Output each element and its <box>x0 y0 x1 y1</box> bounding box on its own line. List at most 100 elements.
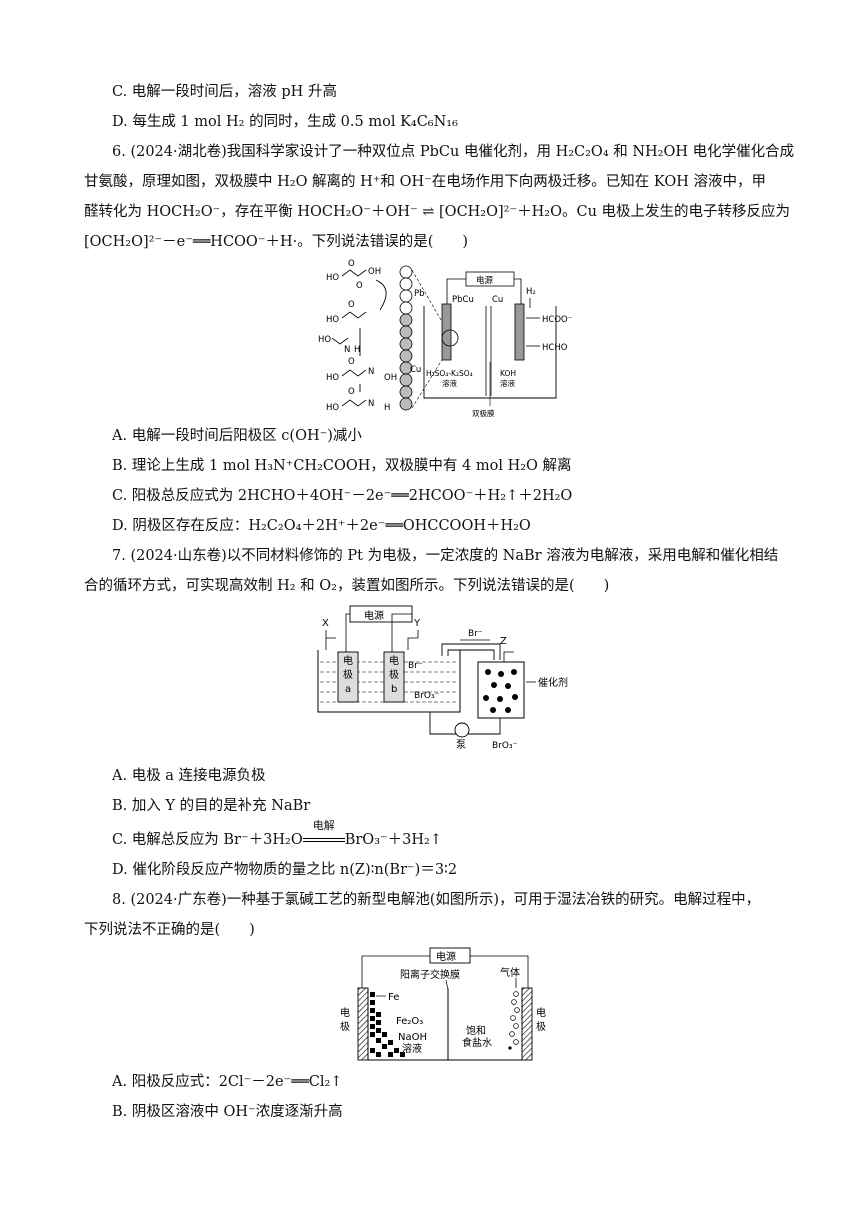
svg-text:极: 极 <box>340 1020 350 1033</box>
svg-text:N: N <box>344 345 350 355</box>
svg-text:HO: HO <box>318 335 331 345</box>
svg-text:溶液: 溶液 <box>442 378 457 388</box>
svg-text:Y: Y <box>413 618 421 629</box>
q8-right-electrode <box>521 987 533 1061</box>
q6-stem-line-1: 6. (2024·湖北卷)我国科学家设计了一种双位点 PbCu 电催化剂，用 H… <box>112 144 795 160</box>
svg-text:HCHO: HCHO <box>542 343 568 353</box>
q6-stem-line-2: 甘氨酸，原理如图，双极膜中 H₂O 解离的 H⁺和 OH⁻在电场作用下向两极迁移… <box>84 174 766 190</box>
svg-text:电: 电 <box>536 1006 546 1019</box>
svg-text:阳离子交换膜: 阳离子交换膜 <box>400 968 460 981</box>
q5-option-d: D. 每生成 1 mol H₂ 的同时，生成 0.5 mol K₄C₆N₁₆ <box>112 114 458 130</box>
q5-option-c: C. 电解一段时间后，溶液 pH 升高 <box>112 84 337 100</box>
q7-catalyst-label: 催化剂 <box>538 676 568 689</box>
svg-text:极: 极 <box>389 668 399 681</box>
q7-stem-line-2: 合的循环方式，可实现高效制 H₂ 和 O₂，装置如图所示。下列说法错误的是( ) <box>84 578 610 594</box>
svg-text:Fe: Fe <box>388 992 399 1003</box>
q6-pbcu-electrode <box>441 303 452 361</box>
q6-catalyst-beads <box>399 265 413 411</box>
q8-left-electrode <box>357 987 369 1061</box>
svg-text:电: 电 <box>340 1006 350 1019</box>
svg-text:溶液: 溶液 <box>402 1042 422 1055</box>
svg-text:Br⁻: Br⁻ <box>408 661 423 671</box>
q6-stem-line-3: 醛转化为 HOCH₂O⁻，存在平衡 HOCH₂O⁻＋OH⁻ ⇌ [OCH₂O]²… <box>84 204 791 220</box>
q6-option-b: B. 理论上生成 1 mol H₃N⁺CH₂COOH，双极膜中有 4 mol H… <box>112 458 572 474</box>
svg-text:HCOO⁻: HCOO⁻ <box>542 315 572 325</box>
svg-text:O: O <box>348 357 355 367</box>
svg-text:Cu: Cu <box>492 295 503 305</box>
svg-text:N: N <box>368 399 374 409</box>
svg-text:OH: OH <box>368 267 381 277</box>
q7-figure: 电源 X Y 电 极 a 电 极 b Br⁻ BrO₃⁻ Br⁻ <box>317 605 568 751</box>
q6-pb-label: Pb <box>414 289 425 299</box>
svg-text:H₂: H₂ <box>526 287 536 297</box>
svg-text:极: 极 <box>536 1020 546 1033</box>
q6-molecule-oxime: HO O N OH <box>326 357 397 383</box>
svg-text:BrO₃⁻: BrO₃⁻ <box>414 691 440 701</box>
svg-text:KOH: KOH <box>500 369 516 378</box>
q6-cu-label: Cu <box>410 365 421 375</box>
q7-return-pipe <box>441 643 501 660</box>
svg-text:Br⁻: Br⁻ <box>468 629 483 639</box>
q7-catalyst-chamber <box>477 661 525 719</box>
svg-text:H₂SO₄-K₂SO₄: H₂SO₄-K₂SO₄ <box>426 369 473 378</box>
svg-text:气体: 气体 <box>500 966 520 979</box>
svg-text:食盐水: 食盐水 <box>462 1036 492 1049</box>
svg-text:PbCu: PbCu <box>452 295 474 305</box>
q8-cell <box>367 988 523 1061</box>
svg-text:电: 电 <box>389 654 399 667</box>
svg-text:H: H <box>354 345 360 355</box>
svg-text:溶液: 溶液 <box>500 378 515 388</box>
q7-pump <box>454 722 470 738</box>
q7-option-a: A. 电极 a 连接电源负极 <box>112 768 266 784</box>
q6-molecule-glyoxylic-acid: HO O <box>326 300 367 325</box>
svg-text:HO: HO <box>326 373 339 383</box>
svg-text:电源: 电源 <box>364 609 384 622</box>
svg-text:电源: 电源 <box>436 950 456 963</box>
svg-text:双极膜: 双极膜 <box>472 408 495 418</box>
svg-text:BrO₃⁻: BrO₃⁻ <box>492 741 518 751</box>
q8-option-a: A. 阳极反应式：2Cl⁻－2e⁻══Cl₂↑ <box>112 1074 343 1090</box>
q6-option-d: D. 阴极区存在反应：H₂C₂O₄＋2H⁺＋2e⁻══OHCCOOH＋H₂O <box>112 518 531 534</box>
q8-gas-bubbles <box>508 991 520 1050</box>
svg-text:电: 电 <box>343 654 353 667</box>
q7-electrode-b <box>383 651 405 703</box>
svg-text:HO: HO <box>326 403 339 413</box>
q7-stem-line-1: 7. (2024·山东卷)以不同材料修饰的 Pt 为电极，一定浓度的 NaBr … <box>112 548 779 564</box>
svg-text:X: X <box>322 618 329 629</box>
svg-text:OH: OH <box>384 373 397 383</box>
svg-text:H: H <box>384 403 390 413</box>
q7-reaction-condition: 电解 <box>302 819 345 850</box>
q7-option-d: D. 催化阶段反应产物物质的量之比 n(Z)∶n(Br⁻)＝3∶2 <box>112 862 458 878</box>
svg-text:a: a <box>345 684 351 695</box>
q8-option-b: B. 阴极区溶液中 OH⁻浓度逐渐升高 <box>112 1104 343 1120</box>
svg-text:NaOH: NaOH <box>398 1032 427 1043</box>
q6-arrow-1 <box>375 279 387 311</box>
q6-option-c: C. 阳极总反应式为 2HCHO＋4OH⁻－2e⁻══2HCOO⁻＋H₂↑＋2H… <box>112 488 573 504</box>
q7-catalyst-particles <box>483 669 518 713</box>
q6-stem-line-4: [OCH₂O]²⁻－e⁻══HCOO⁻＋H·。下列说法错误的是( ) <box>84 234 469 250</box>
q6-molecule-oxalic-acid: HO O O OH <box>326 259 381 291</box>
q8-figure: 电源 阳离子交换膜 气体 Fe Fe₂O₃ NaOH <box>340 947 546 1061</box>
svg-text:Fe₂O₃: Fe₂O₃ <box>396 1016 423 1027</box>
q8-power-supply <box>429 947 471 964</box>
q8-stem-line-1: 8. (2024·广东卷)一种基于氯碱工艺的新型电解池(如图所示)，可用于湿法冶… <box>112 892 761 908</box>
q7-electrode-a <box>337 651 359 703</box>
q6-cu-electrode <box>514 303 525 361</box>
svg-text:饱和: 饱和 <box>466 1025 486 1037</box>
svg-text:O: O <box>348 259 355 269</box>
svg-text:b: b <box>391 684 397 695</box>
q7-option-b: B. 加入 Y 的目的是补充 NaBr <box>112 798 311 814</box>
svg-text:HO: HO <box>326 273 339 283</box>
svg-text:O: O <box>348 300 355 310</box>
q6-molecule-hydroxylamine: HO N H <box>318 335 360 355</box>
q6-molecule-glycine: HO O N H <box>326 387 390 413</box>
q8-iron-particles <box>370 992 405 1057</box>
svg-text:N: N <box>368 367 374 377</box>
svg-text:泵: 泵 <box>456 739 466 751</box>
svg-text:电源: 电源 <box>476 275 494 286</box>
svg-text:极: 极 <box>343 668 353 681</box>
svg-text:O: O <box>348 387 355 397</box>
svg-text:Z: Z <box>500 636 507 647</box>
